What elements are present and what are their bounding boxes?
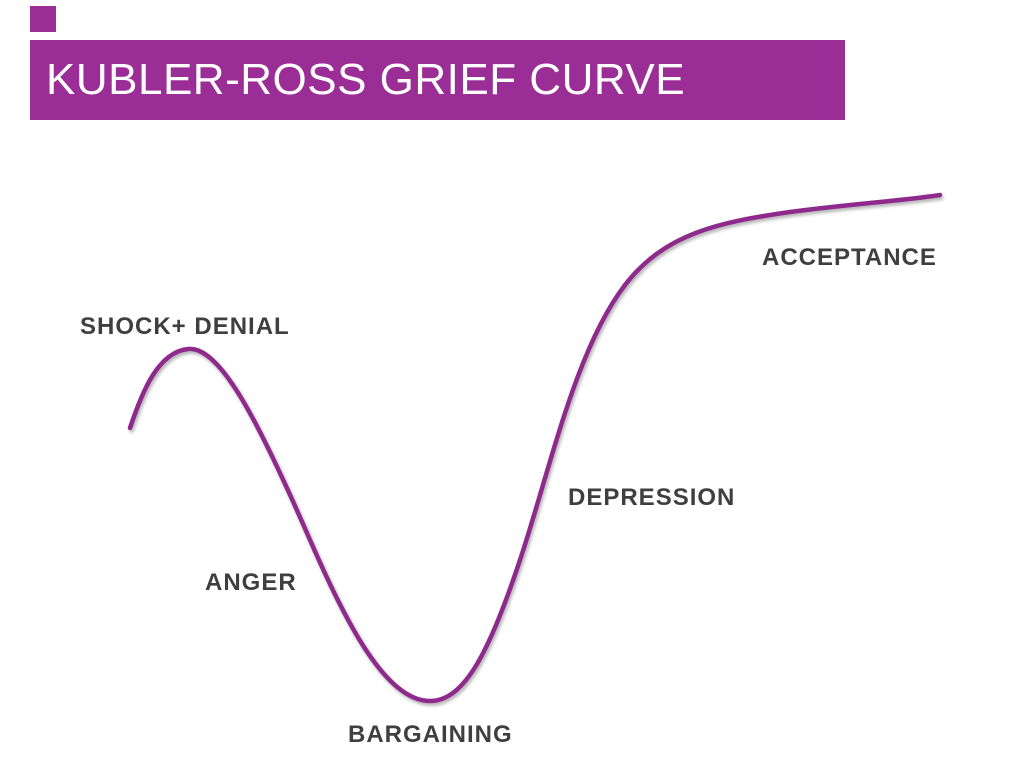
stage-label-depression: DEPRESSION: [568, 484, 736, 511]
stage-label-anger: ANGER: [205, 569, 297, 596]
grief-curve-path: [127, 192, 943, 704]
page-title: KUBLER-ROSS GRIEF CURVE: [46, 55, 686, 104]
accent-square: [30, 6, 56, 32]
stage-label-bargaining: BARGAINING: [348, 721, 513, 748]
stage-label-acceptance: ACCEPTANCE: [762, 244, 937, 271]
stage-label-shock-denial: SHOCK+ DENIAL: [80, 313, 290, 340]
title-bar: KUBLER-ROSS GRIEF CURVE: [30, 40, 845, 120]
